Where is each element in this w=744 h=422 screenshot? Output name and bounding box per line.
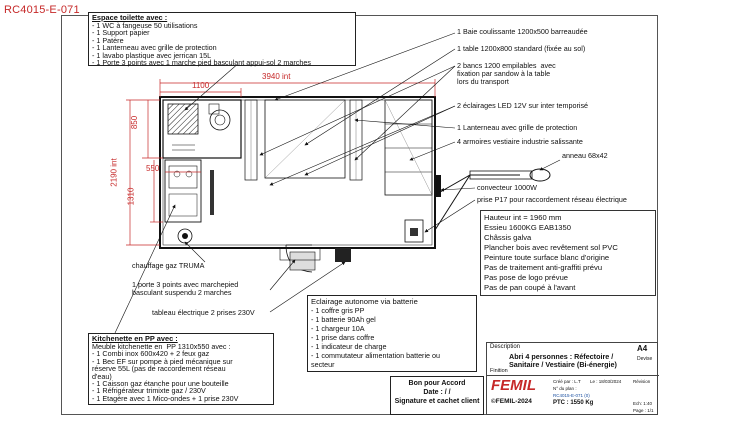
label-baie: 1 Baie coulissante 1200x500 barreaudée [457,27,588,36]
kitchen-item: - 1 Etagère avec 1 Mico-ondes + 1 prise … [92,393,239,403]
toilet-item: - 1 Lanterneau avec grille de protection [92,43,217,53]
tb-desc-label: Description [490,344,521,350]
label-anneau: anneau 68x42 [562,151,608,160]
label-chauffage: chauffage gaz TRUMA [132,261,205,270]
tb-devise: Devise [637,356,653,362]
kitchenette-spec-box: Kitchenette en PP avec : Meuble kitchene… [88,333,274,405]
kitchenette-unit [164,159,202,223]
label-table: 1 table 1200x800 standard (fixée au sol) [457,44,586,53]
kitchen-item: - 1 Combi inox 600x420 + 2 feux gaz [92,349,210,359]
toilet-item: - 1 Porte 3 points avec 1 marche pied ba… [92,58,311,68]
toilet-item: - 1 WC à fangeuse 50 utilisations [92,21,198,30]
kitchen-item: - 1 Caisson gaz étanche pour une bouteil… [92,379,229,389]
approval-box: Bon pour Accord Date : / / Signature et … [390,376,484,415]
approval-date: Date : / / [423,389,451,396]
tb-description: Abri 4 personnes : Réfectoire / Sanitair… [509,352,617,369]
femil-logo: FEMIL [491,377,536,394]
dim-850: 850 [130,115,140,130]
approval-signature: Signature et cachet client [394,398,480,405]
battery-item: - 1 indicateur de charge [311,342,387,351]
tb-format: A4 [637,344,648,353]
tb-numplan: N° du plan : [553,386,577,391]
battery-item: - 1 chargeur 10A [311,324,365,333]
electrical-panel [404,219,424,243]
kitchen-item: réserve 55L (pas de raccordement réseau [92,364,226,374]
tb-revision: Révision [633,379,651,384]
label-prise: prise P17 pour raccordement réseau élect… [477,195,627,204]
battery-item: - 1 commutateur alimentation batterie ou [311,351,441,360]
hitch-ring [529,168,551,182]
spec-line: Pas de traitement anti-graffiti prévu [484,263,603,272]
kitchen-item: - 1 Bec EF sur pompe à pied mécanique su… [92,356,233,366]
battery-item: secteur [311,360,335,369]
toilet-room [162,99,242,159]
battery-item: - 1 coffre gris PP [311,306,365,315]
tb-ref: RC4015-E-071 (0) [553,393,590,398]
toilet-title: Espace toilette avec : [92,13,168,22]
tb-copyright: ©FEMIL-2024 [491,398,532,405]
spec-line: Châssis galva [484,233,532,242]
label-porte: 1 porte 3 points avec marchepied bascula… [132,280,239,297]
tb-finition: Finition [490,368,508,374]
battery-spec-box: Eclairage autonome via batterie - 1 coff… [307,295,477,372]
tb-ptc: PTC : 1550 Kg [553,400,594,406]
tb-date: Le : 18/03/2024 [590,379,622,384]
wc-symbol [209,109,231,131]
spec-line: Hauteur int = 1960 mm [484,213,562,222]
spec-line: Plancher bois avec revêtement sol PVC [484,243,618,252]
label-bancs: 2 bancs 1200 empilables avec fixation pa… [457,61,556,86]
locker-block [384,99,433,196]
approval-title: Bon pour Accord [408,380,466,387]
dim-toilet-width: 1100 [192,81,210,90]
spec-line: Pas pose de logo prévue [484,273,569,282]
battery-box [335,248,351,262]
spec-line: Pas de pan coupé à l'avant [484,283,576,292]
battery-title: Eclairage autonome via batterie [311,297,418,306]
label-armoires: 4 armoires vestiaire industrie salissant… [457,137,583,146]
kitchen-item: Meuble kitchenette en PP 1310x550 avec : [92,342,231,351]
title-block: Description Abri 4 personnes : Réfectoir… [486,342,659,415]
general-specs-box: Hauteur int = 1960 mm Essieu 1600KG EAB1… [480,210,656,296]
toilet-item: - 1 Support papier [92,28,150,38]
kitchenette-title: Kitchenette en PP avec : [92,334,178,343]
tb-page: Page : 1/1 [633,408,654,413]
dim-overall: 3940 int [262,72,291,81]
label-convecteur: convecteur 1000W [477,183,537,192]
tb-ech: Ech: 1:40 [633,401,653,406]
table [264,99,346,179]
tb-dessine: Créé par : L.T [553,379,581,384]
convector [435,175,441,197]
toilet-spec-box: Espace toilette avec : - 1 WC à fangeuse… [88,12,356,66]
spec-line: Peinture toute surface blanc d'origine [484,253,610,262]
label-tableau: tableau électrique 2 prises 230V [152,308,255,317]
dim-2190: 2190 int [109,158,119,187]
dim-1310: 1310 [126,187,136,206]
battery-item: - 1 batterie 90Ah gel [311,315,376,324]
drawing-frame [61,15,658,415]
dim-550: 550 [146,164,160,173]
toilet-item: - 1 lavabo plastique avec jerrican 15L [92,50,212,60]
label-eclairage: 2 éclairages LED 12V sur inter temporisé [457,101,589,110]
label-lanterneau: 1 Lanterneau avec grille de protection [457,123,578,132]
spec-line: Essieu 1600KG EAB1350 [484,223,571,232]
kitchen-item: - 1 Réfrigérateur trimixte gaz / 230V [92,386,206,396]
battery-item: - 1 prise dans coffre [311,333,375,342]
toilet-item: - 1 Patère [92,35,124,45]
kitchen-item: d'eau) [92,371,112,381]
drawing-reference: RC4015-E-071 [4,4,80,16]
